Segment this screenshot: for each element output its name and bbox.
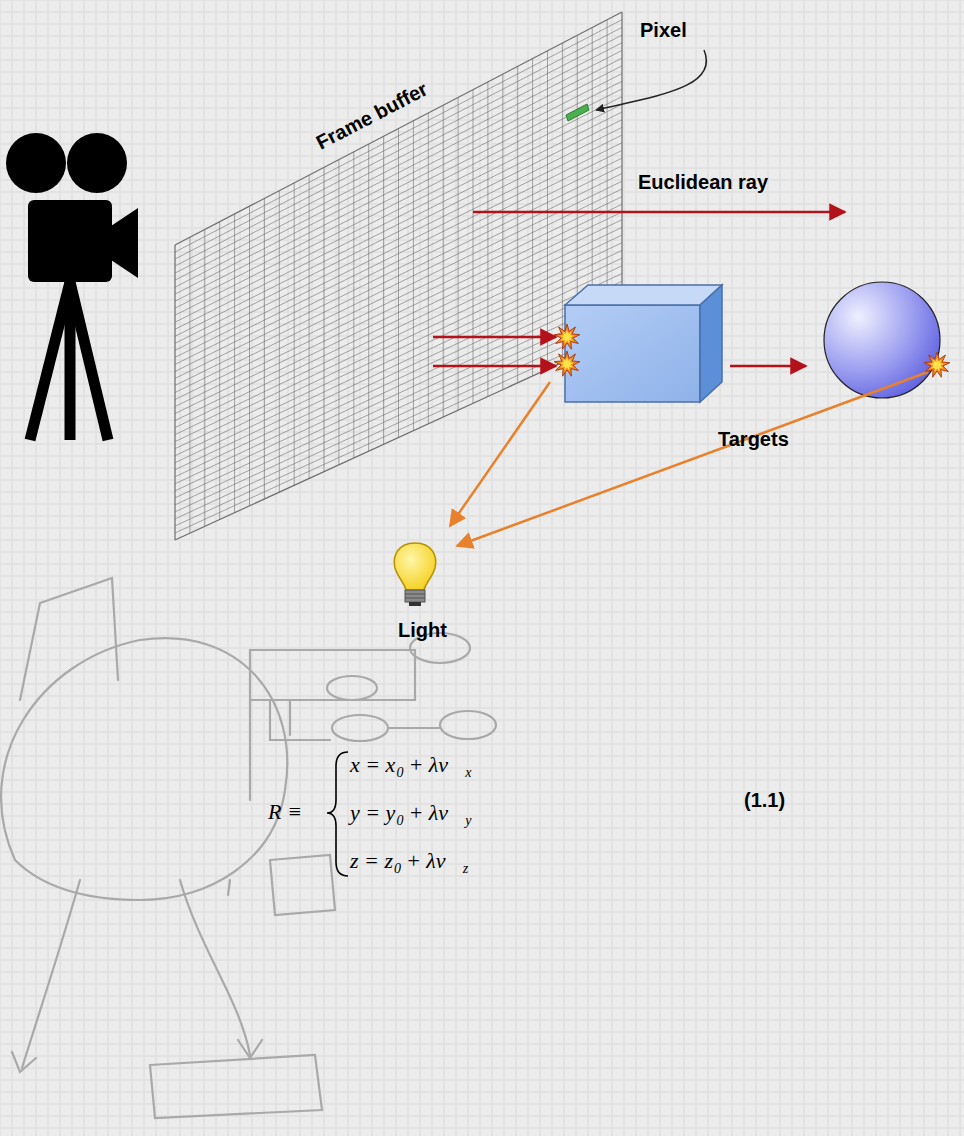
pixel-label: Pixel	[640, 19, 687, 42]
light-label: Light	[398, 619, 447, 642]
grid-line	[175, 66, 622, 294]
grid-line	[175, 174, 622, 393]
ray-label: Euclidean ray	[638, 171, 768, 194]
grid-line	[175, 89, 622, 315]
hit-burst	[554, 351, 580, 376]
grid-line	[175, 320, 622, 526]
pixel-leader	[596, 50, 706, 110]
ray-arrow	[433, 336, 556, 339]
equation-term: + λv⃗	[406, 848, 463, 874]
sketch-doodle	[1, 578, 496, 1118]
equation-symbol: R ≡	[268, 799, 302, 824]
grid-line	[175, 127, 622, 350]
grid-line	[175, 220, 622, 435]
equation-term: z = z	[350, 848, 393, 874]
light-bulb	[394, 543, 435, 606]
grid-line	[175, 327, 622, 533]
grid-line	[175, 143, 622, 365]
grid-line	[175, 150, 622, 371]
grid-line	[175, 20, 622, 252]
grid-line	[175, 181, 622, 399]
shadow-ray	[457, 372, 928, 546]
grid-line	[175, 312, 622, 519]
grid-line	[175, 266, 622, 477]
frame-buffer-label: Frame buffer	[312, 78, 431, 155]
equation-row: y = y0 + λv⃗y	[350, 800, 471, 826]
equation-term: y = y	[350, 800, 395, 826]
hit-burst-outer	[554, 324, 580, 349]
equation-row: z = z0 + λv⃗z	[350, 848, 468, 874]
hit-points	[554, 324, 950, 377]
equation-term: x = x	[350, 752, 395, 778]
grid-line	[175, 281, 622, 491]
grid-line	[175, 212, 622, 428]
equation-term: + λv⃗	[408, 752, 465, 778]
grid-line	[175, 273, 622, 483]
equation-subscript: 0	[394, 861, 401, 877]
targets-label: Targets	[718, 428, 789, 451]
equation-number: (1.1)	[744, 789, 785, 812]
hit-burst-inner	[560, 357, 574, 371]
ray-arrow	[730, 365, 806, 368]
ray-arrow	[433, 365, 556, 368]
hit-burst-outer	[554, 351, 580, 376]
grid-line	[175, 58, 622, 287]
equation-subscript: x	[465, 765, 471, 781]
grid-line	[175, 297, 622, 505]
grid-line	[175, 97, 622, 323]
grid-line	[175, 12, 622, 245]
equation-subscript: 0	[396, 765, 403, 781]
grid-line	[175, 304, 622, 512]
grid-line	[175, 81, 622, 308]
hit-burst-inner	[930, 358, 944, 372]
grid-line	[175, 243, 622, 456]
grid-line	[175, 227, 622, 441]
grid-line	[175, 250, 622, 462]
grid-line	[175, 235, 622, 449]
pixel-cell	[566, 104, 589, 121]
grid-line	[175, 104, 622, 329]
grid-line	[175, 120, 622, 344]
shadow-ray	[450, 382, 550, 526]
equation-subscript: y	[465, 813, 471, 829]
sphere-target	[824, 282, 940, 398]
grid-line	[175, 50, 622, 280]
camera-icon	[6, 133, 138, 440]
grid-line	[175, 112, 622, 336]
grid-line	[175, 135, 622, 357]
hit-burst-inner	[560, 330, 574, 344]
grid-line	[175, 166, 622, 386]
grid-line	[175, 289, 622, 498]
cube-target	[565, 285, 722, 402]
equation-term: + λv⃗	[408, 800, 465, 826]
equation-brace	[327, 752, 348, 876]
hit-burst-outer	[924, 352, 950, 377]
hit-burst	[924, 352, 950, 377]
equation-row: x = x0 + λv⃗x	[350, 752, 471, 778]
frame-buffer-grid	[175, 12, 622, 540]
equation-subscript: z	[463, 861, 468, 877]
equation-subscript: 0	[396, 813, 403, 829]
grid-line	[175, 158, 622, 378]
euclidean-ray-arrow	[473, 211, 845, 214]
hit-burst	[554, 324, 580, 349]
